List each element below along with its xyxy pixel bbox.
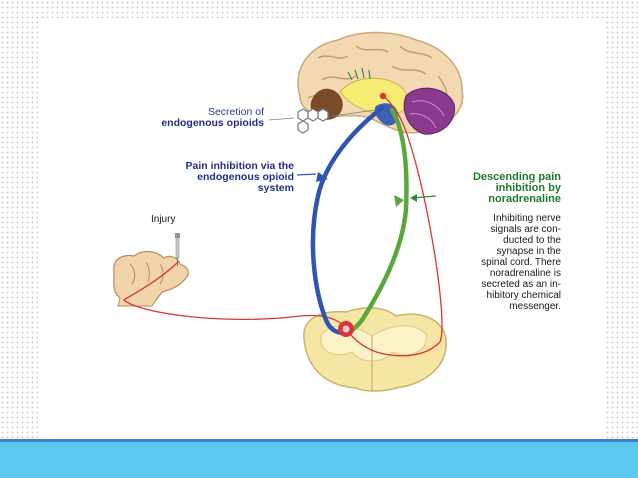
noradrenaline-pathway [343, 107, 409, 335]
inhibition-label-line-1: Pain inhibition via the [185, 160, 294, 172]
descending-label-line-1: Descending pain [472, 171, 561, 183]
synapse-point [338, 321, 354, 337]
explanation-line-7: secreted as an in- [481, 279, 562, 290]
descending-label-line-3: noradrenaline [488, 193, 561, 205]
descending-label-line-2: inhibition by [495, 182, 561, 194]
injury-label: Injury [151, 214, 176, 225]
opioid-arrow-icon [316, 172, 328, 182]
inhibition-label: Pain inhibition via the endogenous opioi… [132, 161, 294, 194]
explanation-line-2: signals are con- [490, 224, 561, 235]
explanation-text: Inhibiting nerve signals are con- ducted… [428, 213, 561, 312]
hand-injury-illustration [113, 250, 189, 307]
explanation-line-1: Inhibiting nerve [493, 213, 561, 224]
explanation-line-5: spinal cord. There [481, 257, 561, 268]
explanation-line-6: noradrenaline is [489, 268, 561, 279]
footer-band [0, 439, 638, 478]
secretion-label-line-1: Secretion of [207, 106, 264, 118]
noradrenaline-arrow-icon [394, 195, 404, 207]
explanation-line-9: messenger. [509, 301, 561, 312]
opioid-molecule-icon [297, 108, 329, 134]
explanation-line-3: ducted to the [503, 235, 561, 246]
inhibition-pointer-line [296, 173, 317, 176]
secretion-label: Secretion of endogenous opioids [108, 107, 264, 129]
opioid-pathway [310, 105, 385, 335]
secretion-pointer-line [268, 117, 295, 121]
secretion-label-line-2: endogenous opioids [161, 117, 264, 129]
explanation-line-4: synapse in the [496, 246, 562, 257]
inhibition-label-line-2: endogenous opioid [197, 171, 294, 183]
inhibition-label-line-3: system [257, 182, 294, 194]
descending-label: Descending pain inhibition by noradrenal… [428, 172, 561, 205]
brain-illustration [297, 31, 464, 135]
pain-signal-pathway [122, 95, 443, 357]
explanation-line-8: hibitory chemical [486, 290, 561, 301]
